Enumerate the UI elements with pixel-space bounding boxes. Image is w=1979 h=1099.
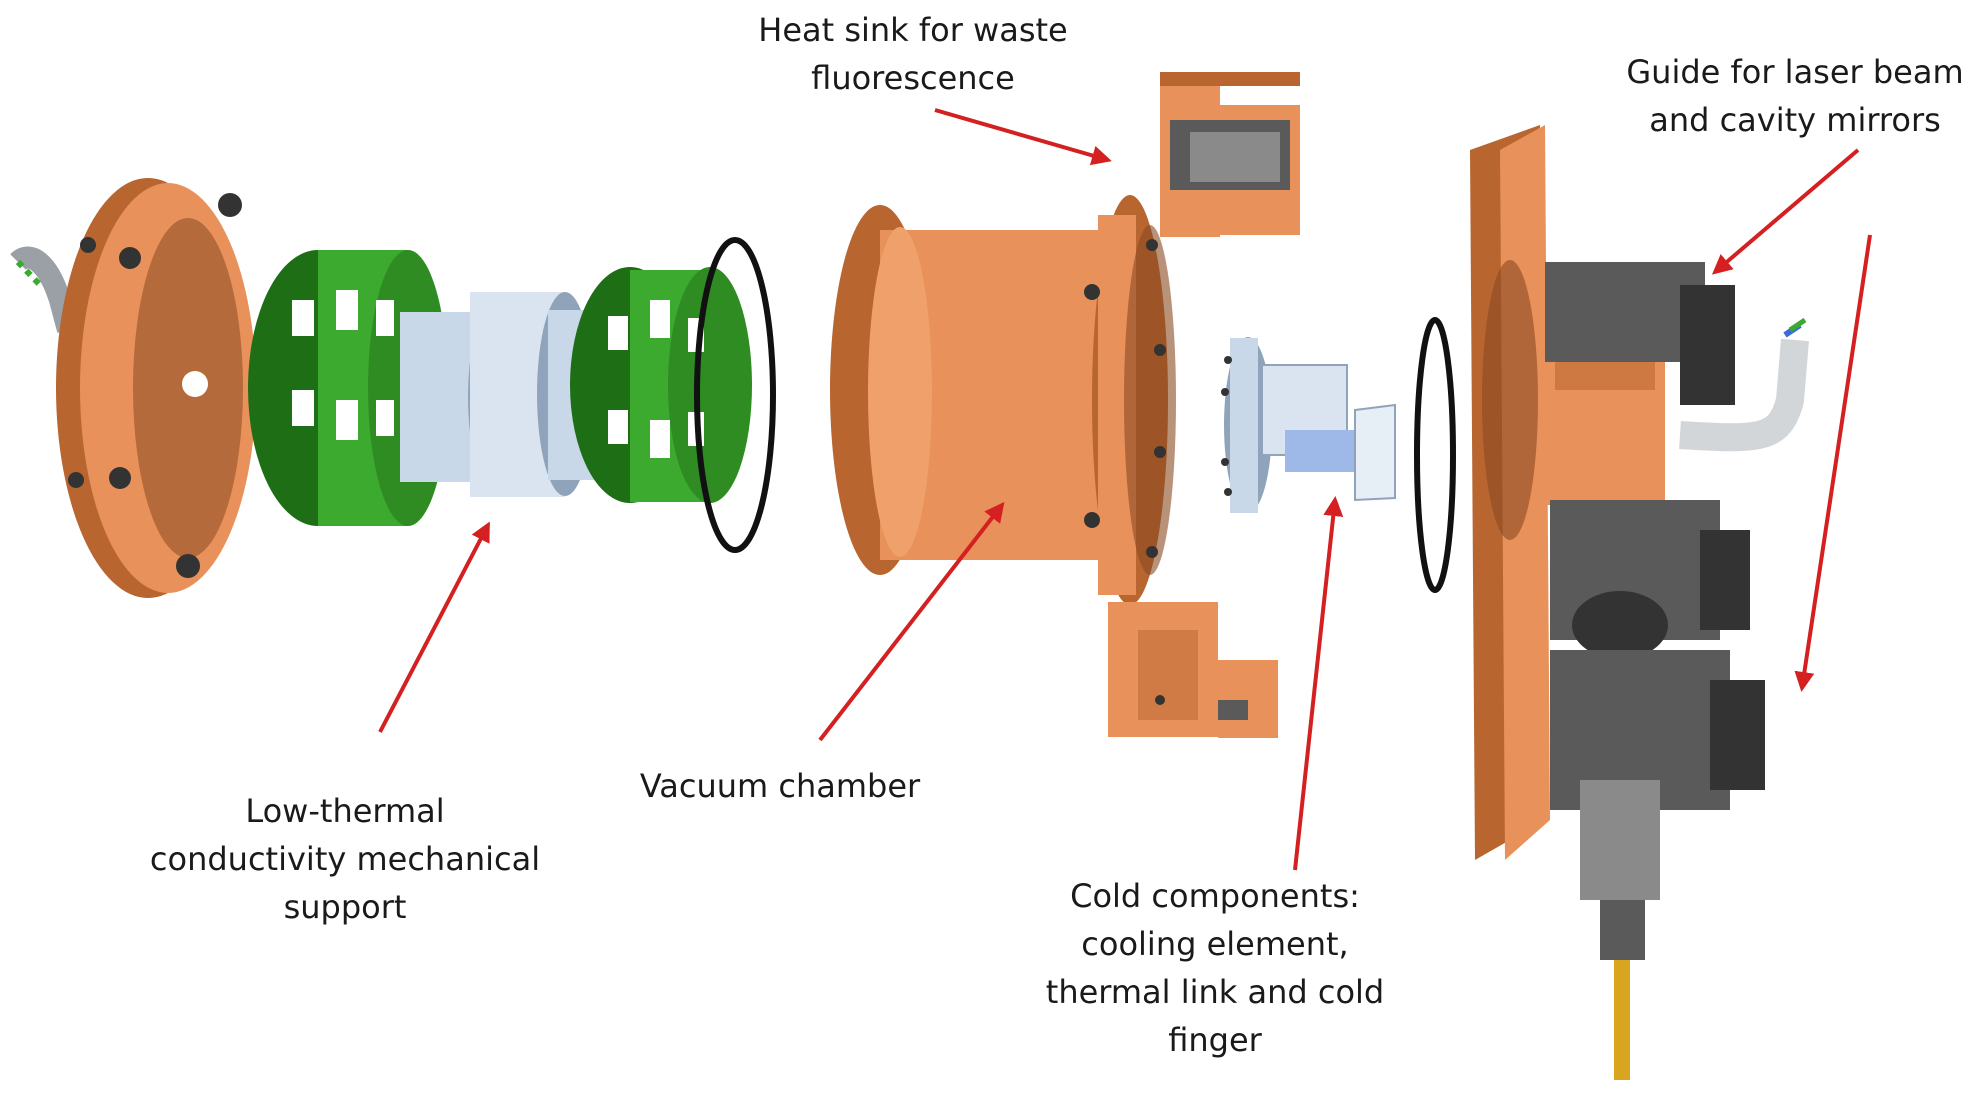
label-guide: Guide for laser beam and cavity mirrors xyxy=(1626,53,1964,139)
cold-components xyxy=(1221,317,1456,593)
right-flange-plate xyxy=(1470,125,1665,860)
thermal-support-assembly xyxy=(248,237,776,553)
label-support: Low-thermal conductivity mechanical supp… xyxy=(149,792,541,926)
heat-sink-top xyxy=(1160,72,1300,237)
arrow-cold xyxy=(1293,496,1344,871)
arrow-heat-sink xyxy=(934,108,1112,166)
cable-right xyxy=(1679,317,1809,452)
left-base-plate xyxy=(10,178,256,598)
arrow-guide-vertical xyxy=(1794,234,1872,692)
annotation-arrows xyxy=(378,108,1872,871)
arrow-vacuum xyxy=(818,501,1005,742)
label-heat-sink: Heat sink for waste fluorescence xyxy=(758,11,1068,97)
heat-sink-bottom xyxy=(1108,602,1278,738)
vacuum-chamber xyxy=(830,195,1176,605)
arrow-support xyxy=(378,521,490,733)
label-vacuum-chamber: Vacuum chamber xyxy=(639,767,921,805)
mirror-guide-blocks xyxy=(1545,262,1765,1080)
label-cold-components: Cold components: cooling element, therma… xyxy=(1045,877,1385,1059)
arrow-guide xyxy=(1711,148,1860,275)
